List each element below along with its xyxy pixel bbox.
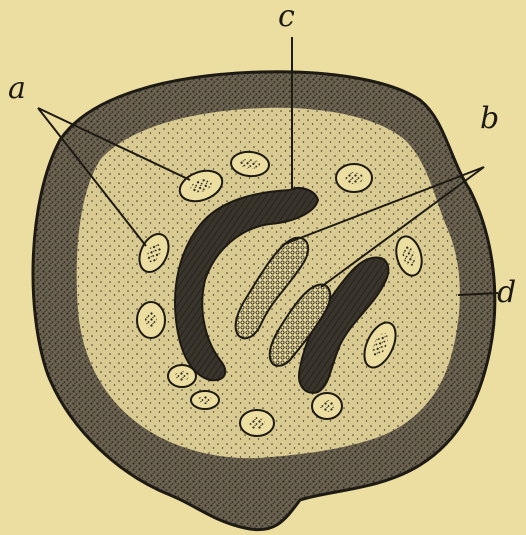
oval-vesicle <box>137 302 165 338</box>
oval-vesicle <box>312 393 342 419</box>
oval-vesicle <box>168 365 196 387</box>
label-d: d <box>497 275 516 310</box>
oval-vesicle <box>191 391 219 409</box>
oval-vesicle <box>336 164 372 192</box>
label-a: a <box>8 71 26 106</box>
oval-vesicle <box>240 410 274 436</box>
label-b: b <box>480 101 499 136</box>
label-c: c <box>278 0 295 34</box>
